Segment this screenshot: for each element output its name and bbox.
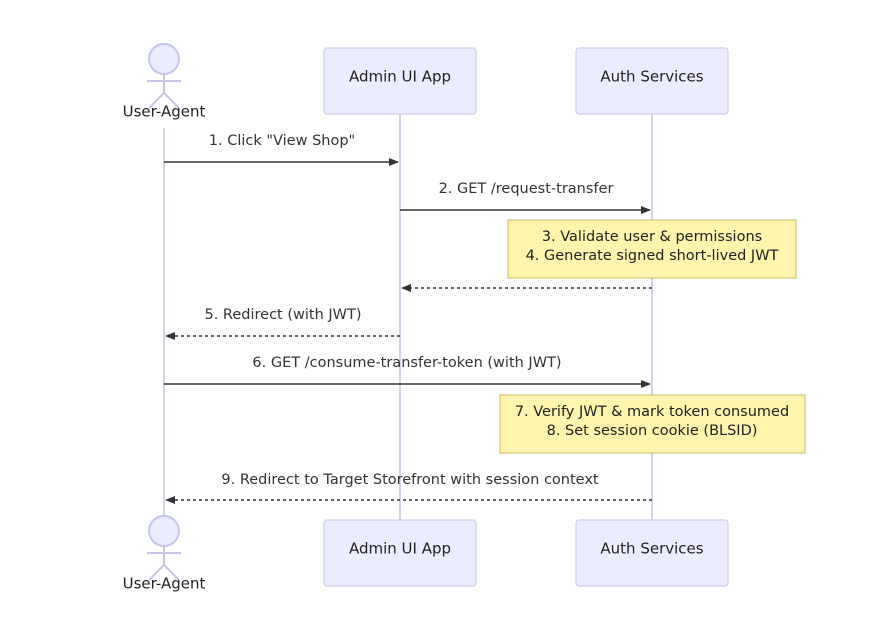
auth-services-label-top: Auth Services — [600, 68, 703, 86]
message-6-label: 6. GET /consume-transfer-token (with JWT… — [252, 355, 561, 371]
user-agent-label-bottom: User-Agent — [123, 575, 206, 593]
auth-services-actor-bottom: Auth Services — [575, 519, 729, 587]
user-agent-actor-top: User-Agent — [123, 43, 206, 121]
user-agent-label-top: User-Agent — [123, 103, 206, 121]
admin-ui-actor-top: Admin UI App — [323, 47, 477, 115]
stick-figure-icon — [147, 515, 181, 581]
user-agent-actor-bottom: User-Agent — [123, 515, 206, 593]
note-1-line-1: 3. Validate user & permissions — [542, 229, 762, 245]
note-2: 7. Verify JWT & mark token consumed 8. S… — [499, 394, 806, 454]
note-1-line-2: 4. Generate signed short-lived JWT — [526, 248, 779, 264]
message-2-label: 2. GET /request-transfer — [439, 181, 614, 197]
note-2-line-1: 7. Verify JWT & mark token consumed — [515, 404, 789, 420]
admin-ui-actor-bottom: Admin UI App — [323, 519, 477, 587]
admin-ui-label-top: Admin UI App — [349, 68, 451, 86]
admin-ui-label-bottom: Admin UI App — [349, 540, 451, 558]
note-2-line-2: 8. Set session cookie (BLSID) — [547, 423, 758, 439]
auth-services-label-bottom: Auth Services — [600, 540, 703, 558]
message-1-label: 1. Click "View Shop" — [209, 133, 355, 149]
message-5-label: 5. Redirect (with JWT) — [204, 307, 361, 323]
message-9-label: 9. Redirect to Target Storefront with se… — [221, 472, 599, 488]
auth-services-actor-top: Auth Services — [575, 47, 729, 115]
note-1: 3. Validate user & permissions 4. Genera… — [507, 219, 797, 279]
stick-figure-icon — [147, 43, 181, 109]
